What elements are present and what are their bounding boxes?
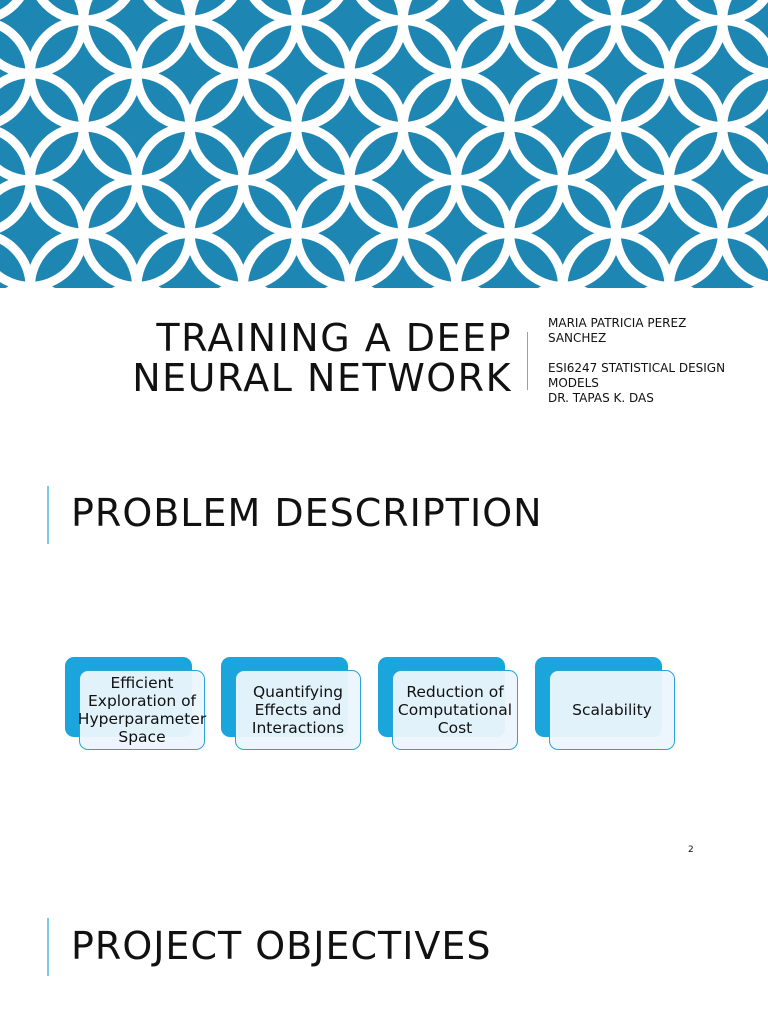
card-reduction-of-cost: Reduction of Computational Cost [378, 657, 520, 752]
card-label: Efficient Exploration of Hyperparameter … [78, 670, 206, 750]
author-info: Maria Patricia Perez Sanchez ESI6247 Sta… [548, 316, 758, 406]
problem-heading-accent-bar [47, 486, 49, 544]
slide-title: Training a Deep Neural Network [72, 318, 512, 398]
card-label: Reduction of Computational Cost [392, 670, 518, 750]
page-number: 2 [688, 845, 694, 855]
course-line-1: ESI6247 Statistical Design [548, 361, 726, 375]
card-label: Quantifying Effects and Interactions [235, 670, 361, 750]
banner-circle-pattern [0, 0, 768, 288]
title-divider [527, 332, 528, 390]
instructor-name: Dr. Tapas K. Das [548, 391, 654, 405]
author-name-line-1: Maria Patricia Perez [548, 316, 687, 330]
slide-title-line-1: Training a Deep [156, 316, 512, 360]
banner-pattern [0, 0, 768, 288]
objectives-heading-accent-bar [47, 918, 49, 976]
card-quantifying-effects: Quantifying Effects and Interactions [221, 657, 363, 752]
card-label: Scalability [549, 670, 675, 750]
card-efficient-exploration: Efficient Exploration of Hyperparameter … [65, 657, 207, 752]
problem-heading: Problem Description [71, 491, 543, 535]
card-scalability: Scalability [535, 657, 677, 752]
objectives-heading: Project Objectives [71, 924, 492, 968]
author-name-line-2: Sanchez [548, 331, 607, 345]
course-line-2: Models [548, 376, 599, 390]
slide-title-line-2: Neural Network [132, 356, 512, 400]
